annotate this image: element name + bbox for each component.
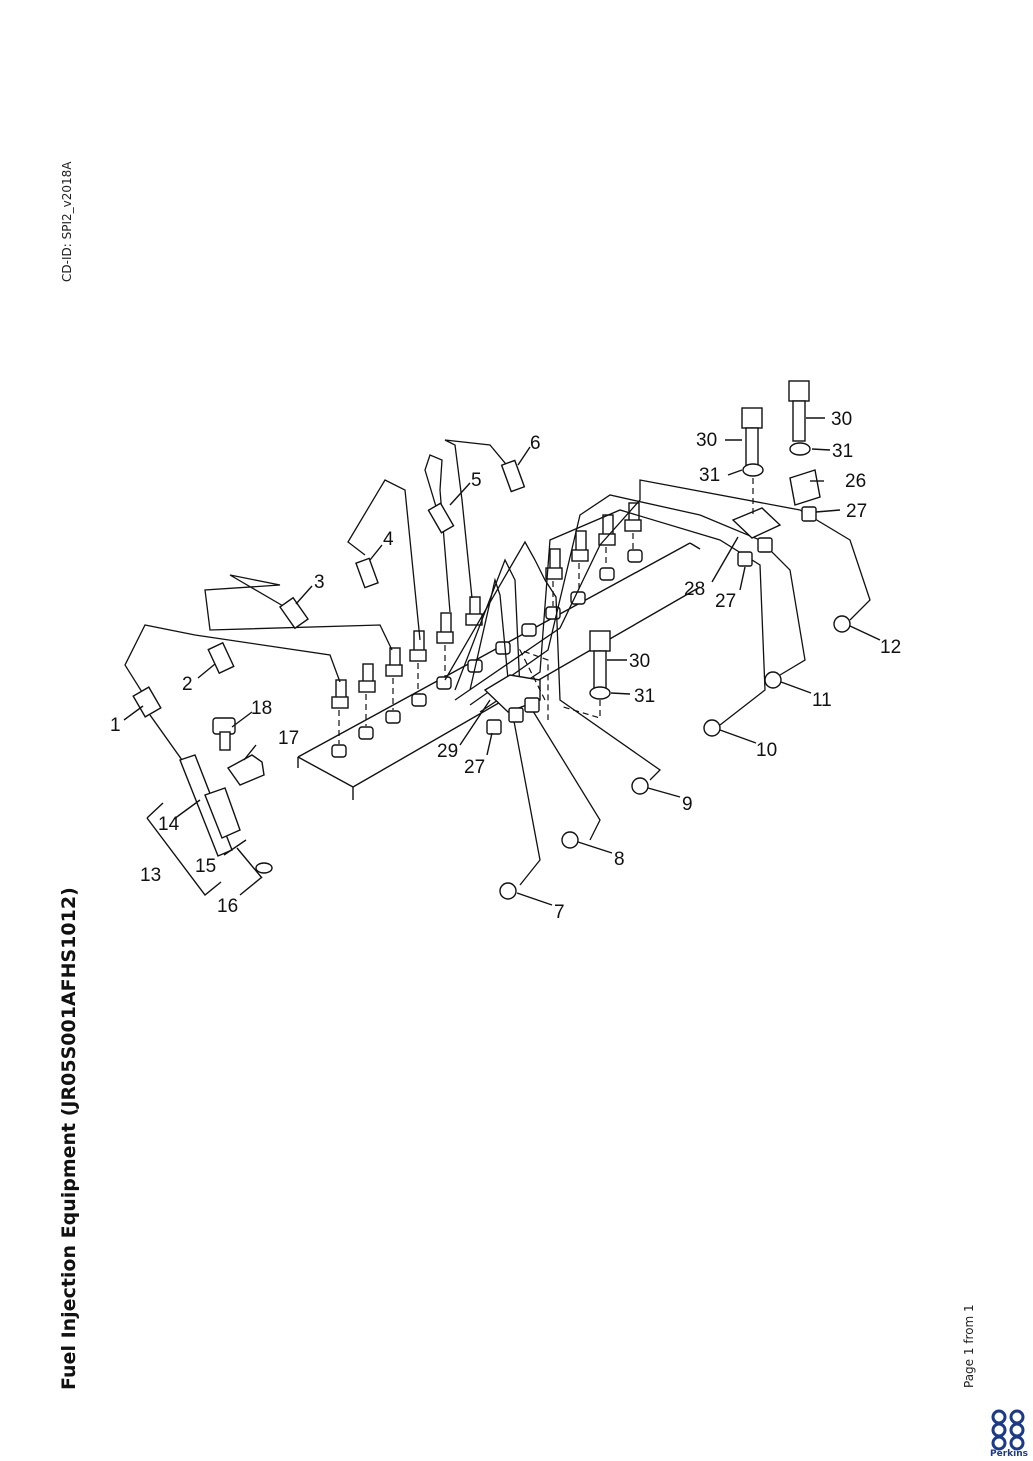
callout-7: 7 [554, 902, 565, 923]
callout-16: 16 [217, 896, 238, 917]
pump-union-studs [331, 502, 642, 744]
callout-27-c: 27 [464, 757, 485, 778]
perkins-logo-icon [991, 1409, 1025, 1451]
callout-17: 17 [278, 728, 299, 749]
callout-5: 5 [471, 470, 482, 491]
injector-bracket [146, 802, 222, 897]
callout-11: 11 [812, 690, 832, 711]
pipe-end-nuts [499, 615, 851, 900]
callout-27-b: 27 [715, 591, 736, 612]
fuel-injector [149, 714, 273, 879]
callout-labels: 1 2 3 4 5 6 7 8 9 10 11 12 13 14 15 16 1… [110, 409, 901, 923]
callout-18: 18 [251, 698, 272, 719]
callout-13: 13 [140, 865, 161, 886]
callout-12: 12 [880, 637, 901, 658]
pipe-clamps [483, 469, 821, 735]
clamp-bolt [212, 717, 265, 786]
callout-1: 1 [110, 715, 121, 736]
clamp-bolts-30 [518, 380, 811, 720]
callout-26: 26 [845, 471, 866, 492]
callout-3: 3 [314, 572, 325, 593]
callout-31-c: 31 [634, 686, 655, 707]
callout-9: 9 [682, 794, 693, 815]
injector-sockets [331, 549, 643, 758]
callout-8: 8 [614, 849, 625, 870]
callout-14: 14 [158, 814, 180, 835]
callout-31-a: 31 [699, 465, 720, 486]
cylinder-head-plate [297, 542, 701, 800]
callout-2: 2 [182, 674, 193, 695]
callout-30-b: 30 [831, 409, 852, 430]
injector-pipes [124, 439, 871, 886]
callout-leaders [123, 417, 881, 906]
callout-27-a: 27 [846, 501, 867, 522]
callout-10: 10 [756, 740, 777, 761]
callout-4: 4 [383, 529, 394, 550]
callout-15: 15 [195, 856, 216, 877]
brand-name: Perkins [990, 1449, 1028, 1459]
callout-30-c: 30 [629, 651, 650, 672]
callout-30-a: 30 [696, 430, 717, 451]
callout-31-b: 31 [832, 441, 853, 462]
callout-6: 6 [530, 433, 541, 454]
callout-28: 28 [684, 579, 705, 600]
callout-29: 29 [437, 741, 458, 762]
pipe-fittings [132, 459, 526, 718]
